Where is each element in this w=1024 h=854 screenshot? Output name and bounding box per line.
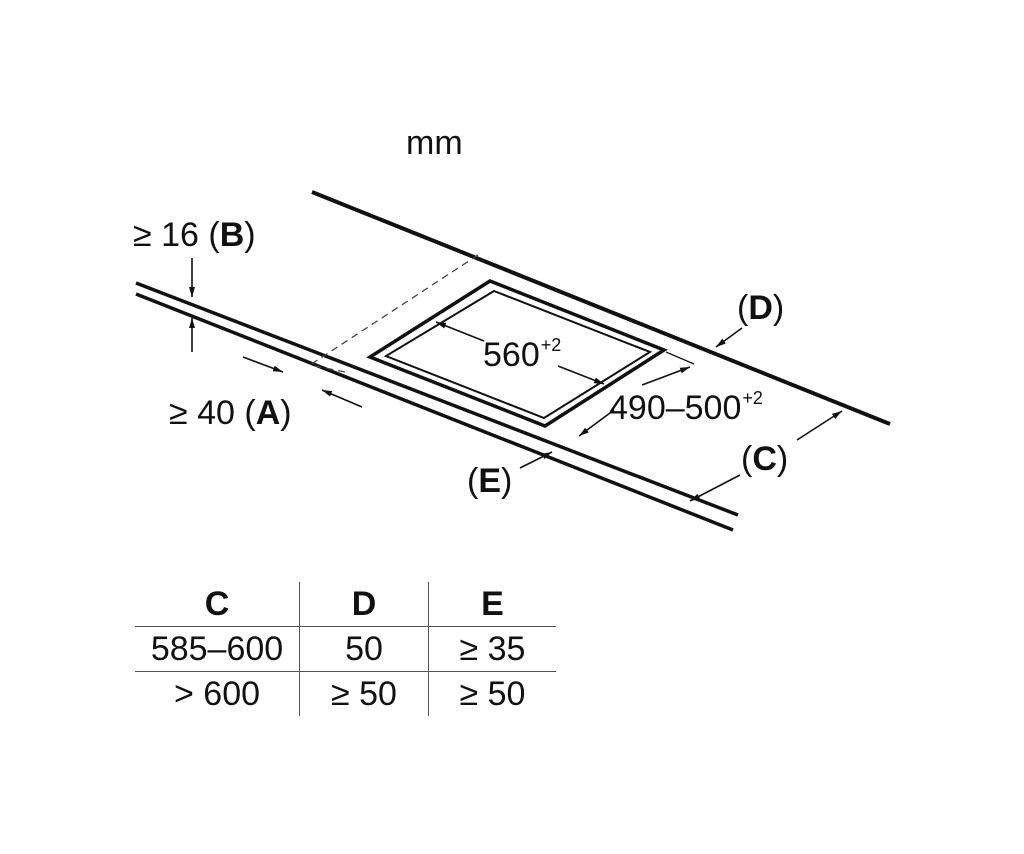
cutout-outer [366, 279, 668, 428]
unit-label: mm [406, 124, 463, 162]
table-cell: ≥ 50 [299, 671, 429, 716]
table-header-c: C [204, 584, 230, 623]
worktop-front-edge-bottom [135, 292, 734, 532]
dim-depth-value: 490–500 [609, 389, 742, 427]
dim-e-letter: E [478, 462, 502, 500]
dim-e-label: (E) [467, 462, 513, 500]
depth-arrow-top [641, 366, 691, 386]
dim-b-letter: B [219, 216, 245, 254]
dim-width-tolerance: +2 [540, 335, 562, 355]
a-arrow-left [242, 356, 284, 373]
dim-b-value: ≥ 16 [133, 216, 199, 254]
table-header-e: E [428, 582, 556, 627]
table-cell: ≥ 35 [428, 626, 556, 672]
depth-arrow-bottom [578, 409, 615, 437]
depth-ext-line [665, 351, 695, 365]
dim-depth-tolerance: +2 [742, 388, 763, 408]
dim-c-label: (C) [741, 440, 789, 478]
wall-dashed-line-2 [309, 364, 346, 373]
dim-a-label: ≥ 40 (A) [169, 394, 292, 432]
table-row: > 600 ≥ 50 ≥ 50 [135, 671, 556, 716]
e-arrow [519, 451, 553, 469]
dim-a-letter: A [255, 394, 281, 432]
dim-d-label: (D) [737, 289, 785, 327]
table-cell: 585–600 [135, 626, 300, 672]
dim-b-label: ≥ 16 (B) [133, 216, 256, 254]
dim-depth-label: 490–500+2 [609, 388, 763, 427]
c-arrow-bottom [689, 474, 741, 502]
dim-c-letter: C [752, 440, 777, 478]
width-arrow-right [557, 365, 605, 385]
table-cell: > 600 [135, 671, 300, 716]
dim-width-value: 560 [483, 336, 540, 374]
table-row: 585–600 50 ≥ 35 [135, 626, 556, 672]
dim-width-label: 560+2 [483, 335, 562, 374]
wall-dashed-line [309, 254, 479, 366]
c-arrow-top [796, 410, 843, 441]
table-header-d: D [299, 582, 429, 627]
worktop-rear-edge [311, 190, 891, 426]
clearance-table: C D E 585–600 50 ≥ 35 > 600 ≥ 50 ≥ 50 [135, 582, 556, 716]
worktop-front-edge-top [135, 281, 739, 517]
a-arrow-right [321, 389, 363, 408]
dim-d-letter: D [748, 289, 773, 327]
d-arrow [715, 327, 743, 348]
width-arrow-left [435, 321, 485, 342]
table-cell: 50 [299, 626, 429, 672]
dim-a-value: ≥ 40 [169, 394, 235, 432]
table-cell: ≥ 50 [428, 671, 556, 716]
cutout-inner [383, 289, 653, 420]
table-header-row: C D E [135, 582, 556, 627]
